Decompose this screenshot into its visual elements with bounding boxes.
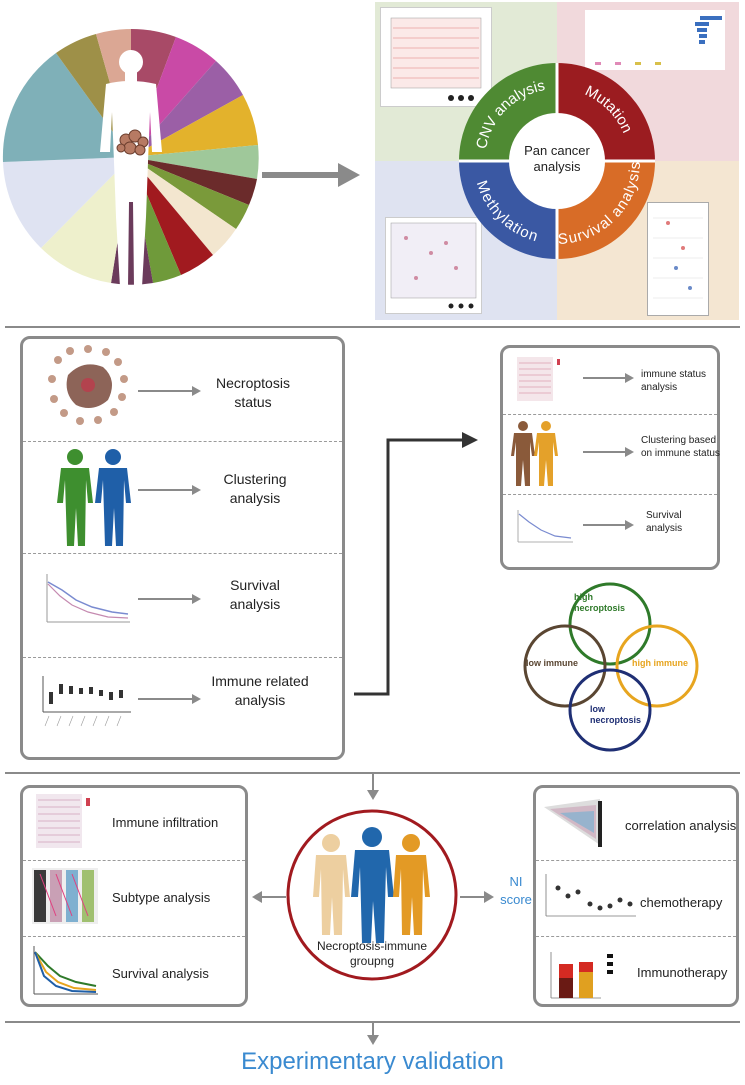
bottom-left-survival: Survival analysis — [112, 966, 209, 981]
right-survival-curve-icon — [515, 508, 575, 546]
arrow-necroptosis — [138, 384, 202, 398]
experimentary-validation-title: Experimentary validation — [241, 1048, 504, 1075]
bottom-right-chemotherapy: chemotherapy — [640, 895, 723, 910]
arrow-down-bottom — [365, 1021, 381, 1047]
connector-arrow — [352, 428, 482, 698]
right-item-survival: Survival analysis — [646, 510, 683, 534]
left-item-survival: Survival analysis — [229, 577, 281, 612]
arrow-clustering-immune — [583, 446, 635, 458]
right-item-clustering-immune: Clustering based on immune status — [641, 435, 720, 459]
venn-diagram: high necroptosis low immune high immune … — [512, 582, 708, 754]
right-item-immune-status: immune status analysis — [641, 369, 707, 393]
bottom-right-immunotherapy: Immunotherapy — [637, 965, 728, 980]
venn-high-necroptosis: high necroptosis — [574, 592, 626, 613]
immunotherapy-icon — [545, 948, 625, 1004]
mutation-barplot-thumbnail — [585, 10, 725, 70]
immune-boxplot-icon — [35, 672, 135, 728]
center-group-label: Necroptosis-immune groupng — [316, 939, 428, 968]
pie-chart-cancer-types — [2, 2, 260, 300]
chemotherapy-icon — [540, 870, 640, 926]
arrow-to-right — [460, 890, 496, 904]
left-item-immune: Immune related analysis — [211, 673, 309, 708]
arrow-immune — [138, 692, 202, 706]
arrow-down-middle — [365, 772, 381, 802]
subtype-analysis-icon — [30, 866, 100, 926]
cluster-people-icon — [55, 448, 135, 548]
survival-curve-icon — [42, 572, 132, 628]
arrow-survival — [138, 592, 202, 606]
arrow-to-left — [250, 890, 286, 904]
left-analysis-panel — [20, 336, 345, 760]
bottom-left-subtype: Subtype analysis — [112, 890, 211, 905]
immune-cluster-people-icon — [510, 420, 560, 488]
arrow-right-survival — [583, 519, 635, 531]
venn-low-necroptosis: low necroptosis — [590, 704, 642, 725]
methylation-heatmap-thumbnail — [385, 217, 482, 314]
pan-cancer-center-text: Pan cancer analysis — [524, 143, 590, 174]
venn-low-immune: low immune — [526, 658, 579, 668]
left-item-clustering: Clustering analysis — [223, 471, 287, 506]
survival-heatmap-thumbnail — [647, 202, 709, 316]
arrow-to-pan-cancer — [262, 160, 362, 190]
arrow-clustering — [138, 483, 202, 497]
correlation-icon — [540, 795, 608, 853]
bottom-left-immune-infiltration: Immune infiltration — [112, 815, 219, 830]
divider-top — [5, 326, 740, 328]
venn-high-immune: high immune — [632, 658, 688, 668]
cnv-heatmap-thumbnail — [380, 7, 492, 107]
pan-cancer-quadrants: CNV analysis Mutation Methylation Surviv… — [375, 2, 739, 320]
pan-cancer-ring: CNV analysis Mutation Methylation Surviv… — [457, 61, 657, 261]
immune-infiltration-icon — [34, 792, 94, 850]
necroptosis-immune-group-circle: Necroptosis-immune groupng — [286, 805, 458, 985]
necroptosis-cell-icon — [48, 345, 128, 425]
immune-heatmap-icon — [515, 355, 565, 403]
ni-score-label: NI score — [500, 874, 532, 907]
bottom-survival-icon — [30, 944, 100, 1000]
arrow-immune-status — [583, 372, 635, 384]
bottom-right-correlation: correlation analysis — [625, 818, 737, 833]
left-item-necroptosis: Necroptosis status — [216, 375, 290, 410]
